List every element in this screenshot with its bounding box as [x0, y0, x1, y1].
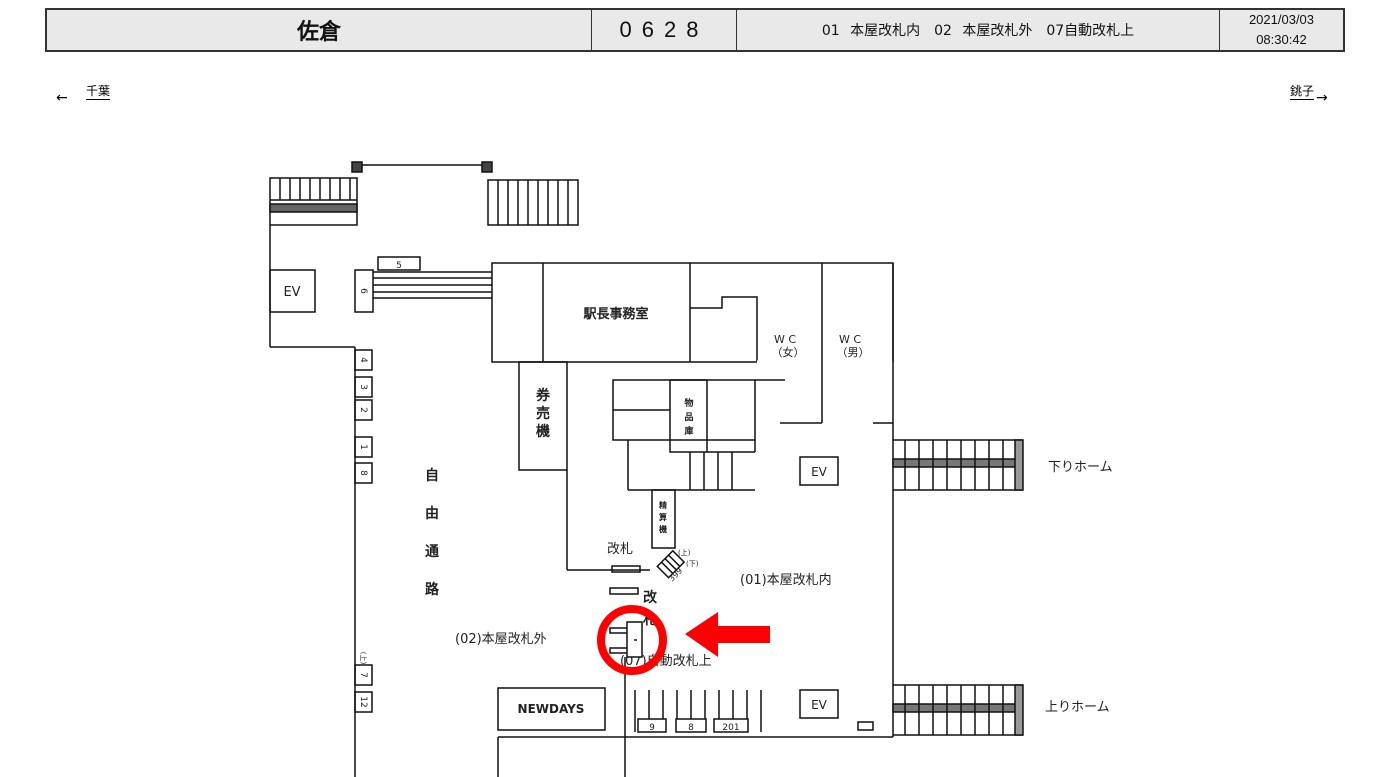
- time: 08:30:42: [1256, 32, 1307, 47]
- free-passage-label: 路: [425, 581, 440, 598]
- gate-label: 改札: [607, 542, 633, 557]
- newdays-box: [497, 687, 606, 731]
- down-platform-label: 下りホーム: [1048, 460, 1113, 475]
- inner-stairs: [689, 452, 733, 490]
- wc-male: W C: [839, 333, 861, 346]
- gate-01-label: (01)本屋改札内: [740, 572, 832, 588]
- passage-lines: [373, 271, 492, 299]
- ev-label: EV: [811, 698, 828, 712]
- station-name: 佐倉: [47, 10, 592, 50]
- up-platform-label: 上りホーム: [1045, 700, 1110, 715]
- datetime: 2021/03/03 08:30:42: [1220, 10, 1343, 50]
- stair-number: 1: [358, 444, 368, 450]
- free-passage-label: 由: [425, 505, 439, 522]
- stair-number: 12: [358, 696, 368, 707]
- arrow-right-icon: →: [1316, 90, 1328, 106]
- stair-number: 7: [358, 672, 368, 678]
- stair-number: 9: [649, 723, 655, 733]
- station-master-office: 駅長事務室: [582, 306, 648, 322]
- ev-box: [799, 689, 839, 719]
- stair-up-label: (上): [678, 548, 691, 557]
- direction-left-label: 千葉: [86, 84, 111, 100]
- highlight-circle: [597, 605, 667, 675]
- storage-label: 品: [684, 412, 693, 423]
- gate-02-label: (02)本屋改札外: [455, 632, 547, 647]
- fare-adjust-label: 算: [659, 512, 667, 522]
- stair-number: 4: [358, 357, 368, 363]
- stairs-down-platform: [892, 439, 1024, 491]
- highlight-arrow-icon: [685, 612, 770, 657]
- wc-male-sub: （男）: [837, 346, 870, 359]
- gate-legend: 01 本屋改札内 02 本屋改札外 07自動改札上: [737, 10, 1220, 50]
- left-stair-numbers: 4 3 2 1 8 (上) 7 12: [354, 349, 373, 713]
- stair-number: (上): [359, 652, 368, 665]
- wc-female-sub: （女）: [772, 345, 805, 359]
- stair-number: 8: [688, 723, 694, 733]
- direction-right-label: 銚子: [1290, 84, 1315, 100]
- free-passage-label: 自: [425, 467, 439, 484]
- stairs-bottom: 9 8 201: [634, 690, 762, 733]
- gate-machines: [609, 621, 643, 658]
- newdays-shop: NEWDAYS: [518, 702, 585, 716]
- ticket-machine-label: 機: [536, 423, 550, 440]
- stair-number: 399: [667, 566, 684, 583]
- ev-label: EV: [283, 285, 300, 300]
- gate-vertical-label: 改: [643, 589, 658, 606]
- arrow-left-icon: ←: [56, 90, 68, 106]
- stairs-top-right: [487, 179, 579, 226]
- stair-number: 6: [358, 288, 368, 294]
- ticket-machine-label: 売: [536, 405, 550, 422]
- ticket-machine-label: 券: [536, 387, 551, 404]
- stair-number: 3: [358, 384, 368, 390]
- ev-box: [269, 269, 316, 313]
- header-bar: 佐倉 0628 01 本屋改札内 02 本屋改札外 07自動改札上 2021/0…: [45, 8, 1345, 52]
- stairs-up-platform: [892, 684, 1024, 736]
- free-passage-label: 通: [425, 544, 439, 560]
- wc-female: W C: [774, 333, 796, 346]
- storage-label: 物: [684, 397, 693, 409]
- station-code: 0628: [592, 10, 737, 50]
- fare-adjust-label: 精: [659, 500, 667, 510]
- ev-box: [799, 456, 839, 486]
- date: 2021/03/03: [1248, 12, 1315, 27]
- stair-number: 5: [396, 261, 402, 271]
- stairs-399: [656, 549, 686, 579]
- ev-label: EV: [811, 465, 828, 479]
- stairs-top-left: [269, 177, 358, 226]
- storage-label: 庫: [684, 425, 693, 437]
- stair-down-label: (下): [686, 560, 699, 568]
- stair-number: 201: [722, 723, 739, 733]
- stair-number: 8: [358, 470, 368, 476]
- stair-number: 2: [358, 407, 368, 413]
- fare-adjust-label: 機: [659, 524, 667, 534]
